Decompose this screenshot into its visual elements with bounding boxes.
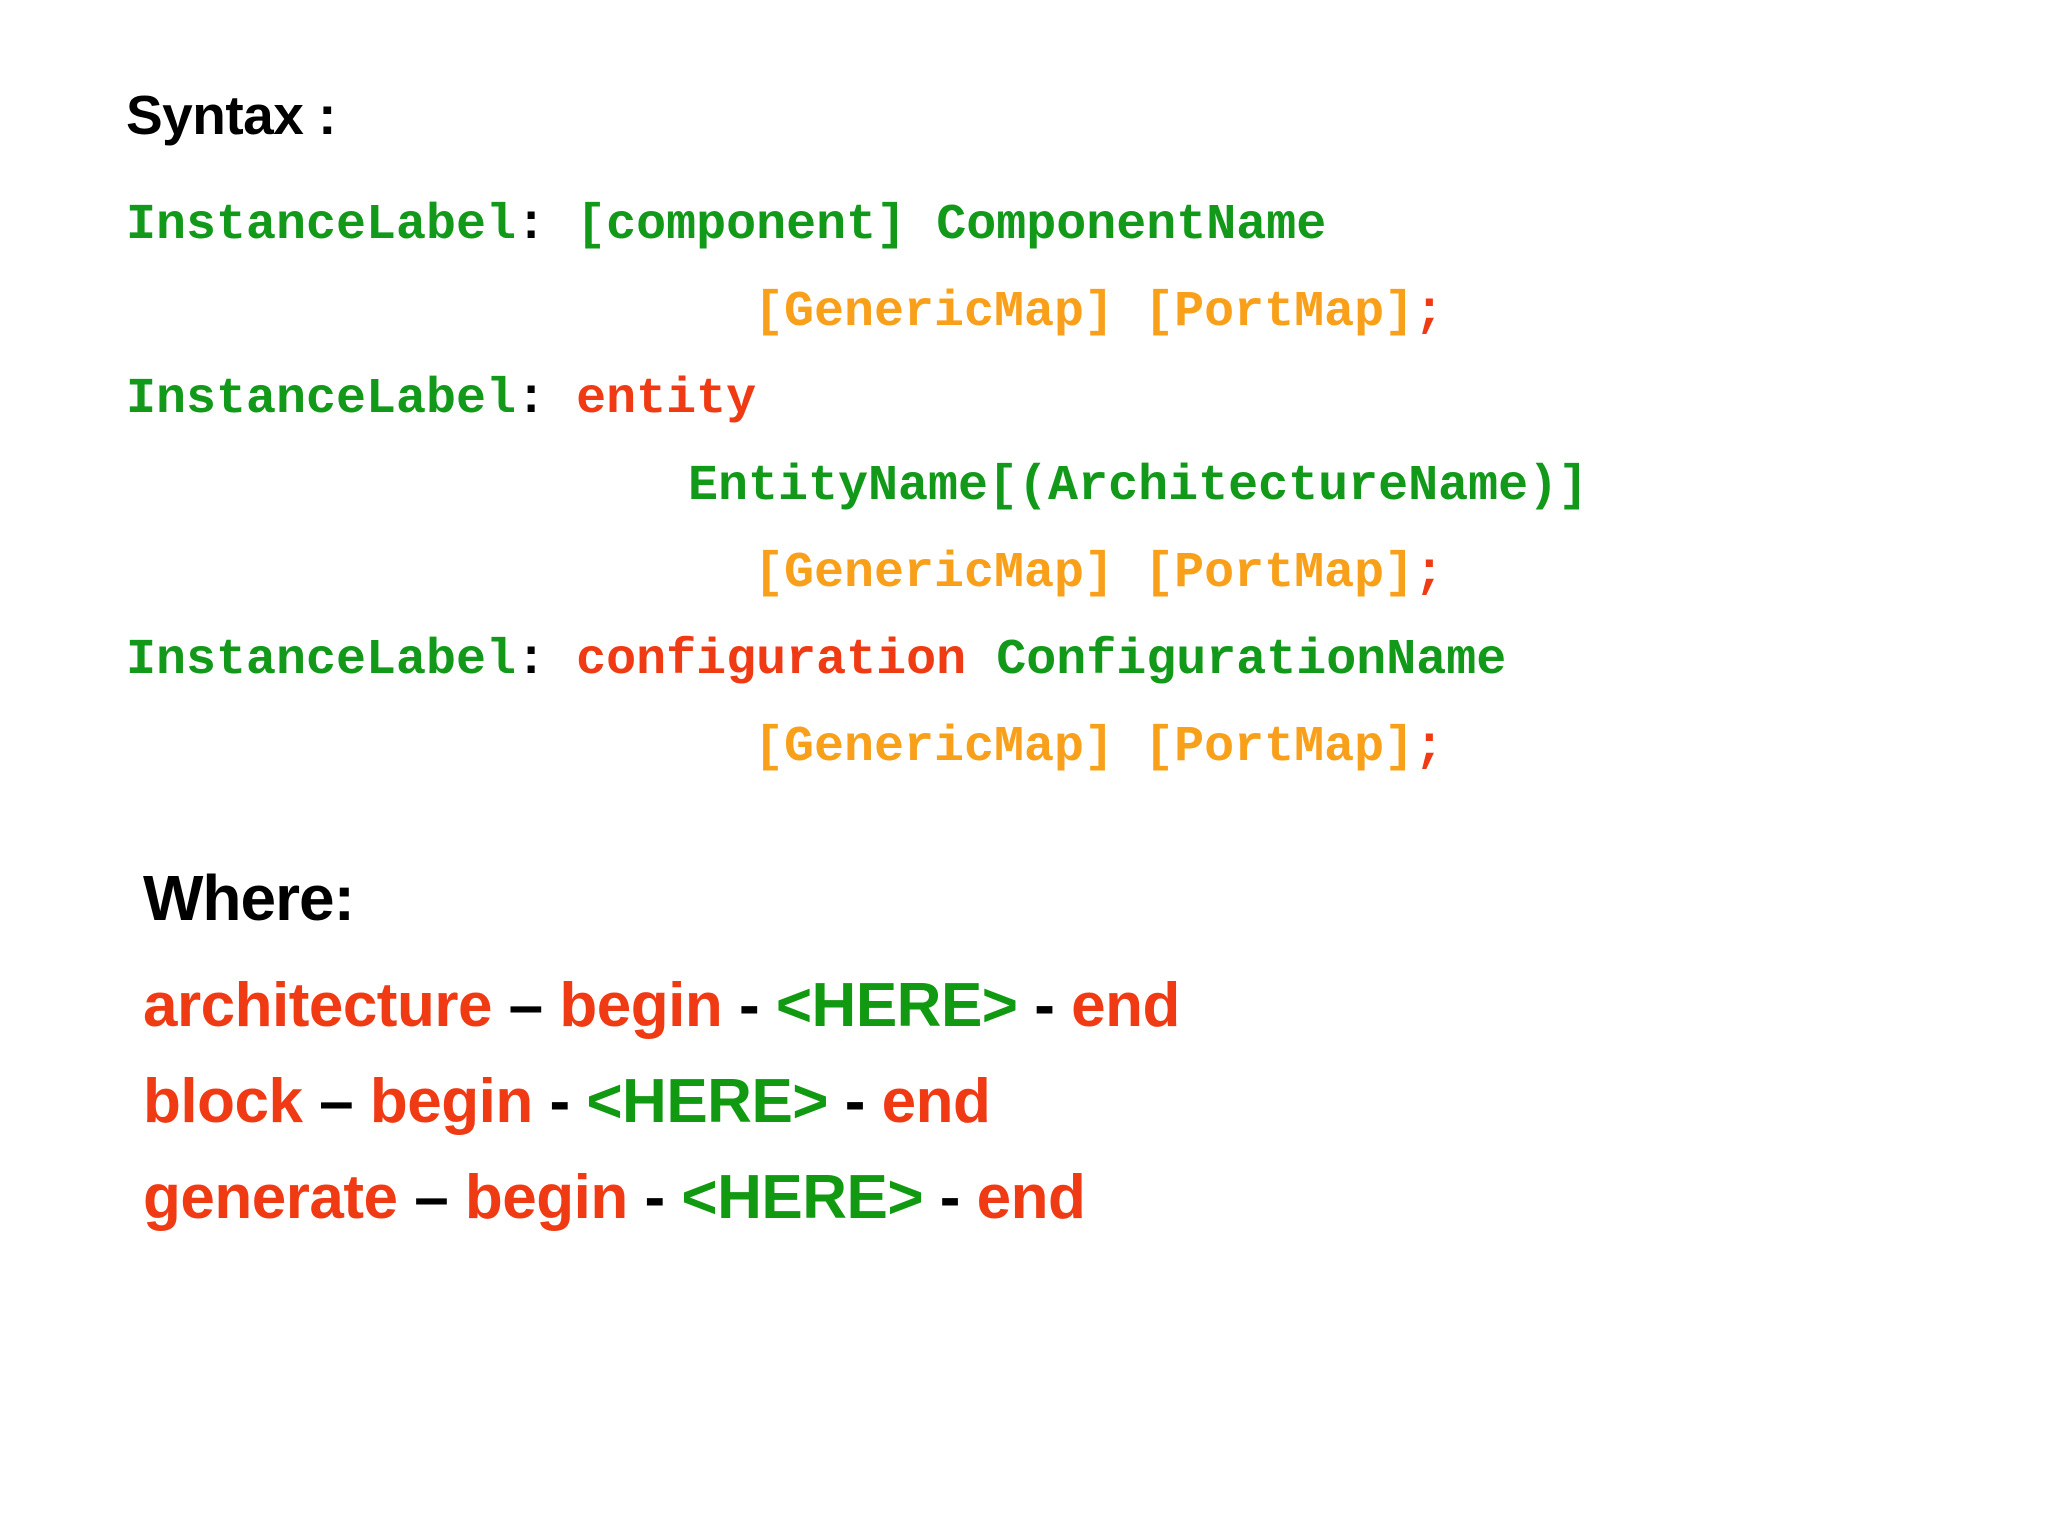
syntax-heading: Syntax : [126, 84, 336, 146]
syntax-token: EntityName[(ArchitectureName)] [688, 458, 1589, 515]
where-token: - [738, 971, 760, 1040]
syntax-token: [PortMap] [1144, 719, 1415, 776]
syntax-token: [GenericMap] [754, 719, 1115, 776]
where-line-architecture-scope: architecture – begin - <HERE> - end [143, 958, 1180, 1054]
where-token [960, 1163, 977, 1232]
syntax-token: : [516, 197, 547, 254]
where-token [828, 1067, 845, 1136]
where-token [1018, 971, 1035, 1040]
where-token [628, 1163, 645, 1232]
syntax-line-configuration-instantiation: InstanceLabel: configuration Configurati… [126, 617, 1976, 704]
syntax-line-configuration-maps: [GenericMap] [PortMap]; [126, 704, 1976, 791]
syntax-token [546, 197, 576, 254]
syntax-token: [PortMap] [1144, 284, 1415, 341]
syntax-token [1114, 545, 1144, 602]
where-token [353, 1067, 370, 1136]
syntax-token: ; [1414, 545, 1445, 602]
where-token [1054, 971, 1071, 1040]
syntax-token [906, 197, 936, 254]
syntax-token: ConfigurationName [996, 632, 1507, 689]
syntax-line-entity-instantiation: InstanceLabel: entity [126, 356, 1976, 443]
syntax-token: configuration [576, 632, 967, 689]
where-token: begin [559, 971, 723, 1040]
where-token [448, 1163, 465, 1232]
syntax-code-block: InstanceLabel: [component] ComponentName… [126, 182, 1976, 791]
syntax-token: InstanceLabel [126, 197, 517, 254]
syntax-token: [PortMap] [1144, 545, 1415, 602]
where-token [533, 1067, 550, 1136]
where-token [759, 971, 776, 1040]
syntax-token [1114, 284, 1144, 341]
syntax-token [1114, 719, 1144, 776]
where-token: generate [143, 1163, 398, 1232]
syntax-token: ; [1414, 284, 1445, 341]
where-token: – [508, 971, 543, 1040]
where-token: <HERE> [586, 1067, 829, 1136]
where-heading: Where: [143, 862, 355, 934]
syntax-line-component-maps: [GenericMap] [PortMap]; [126, 269, 1976, 356]
where-token [722, 971, 739, 1040]
syntax-token: ComponentName [936, 197, 1327, 254]
syntax-line-entity-name: EntityName[(ArchitectureName)] [126, 443, 1976, 530]
where-token: <HERE> [775, 971, 1018, 1040]
where-token: architecture [143, 971, 492, 1040]
where-token [570, 1067, 587, 1136]
where-token: – [319, 1067, 354, 1136]
syntax-token: entity [576, 371, 757, 428]
where-token [665, 1163, 682, 1232]
syntax-line-entity-maps: [GenericMap] [PortMap]; [126, 530, 1976, 617]
where-token: - [549, 1067, 570, 1136]
syntax-token [966, 632, 996, 689]
where-token: - [1034, 971, 1055, 1040]
syntax-token: InstanceLabel [126, 371, 517, 428]
syntax-token: [GenericMap] [754, 284, 1115, 341]
where-token [923, 1163, 940, 1232]
where-token [492, 971, 509, 1040]
where-token: end [976, 1163, 1086, 1232]
where-token: <HERE> [681, 1163, 924, 1232]
syntax-token: : [516, 632, 547, 689]
where-token [397, 1163, 414, 1232]
where-token: – [414, 1163, 449, 1232]
syntax-line-component-instantiation: InstanceLabel: [component] ComponentName [126, 182, 1976, 269]
syntax-token [546, 371, 576, 428]
where-token: begin [369, 1067, 533, 1136]
where-token: end [881, 1067, 991, 1136]
where-token: begin [464, 1163, 628, 1232]
syntax-token: [GenericMap] [754, 545, 1115, 602]
syntax-token: [component] [576, 197, 907, 254]
where-token: end [1071, 971, 1180, 1040]
where-line-generate-scope: generate – begin - <HERE> - end [143, 1150, 1180, 1246]
syntax-token: : [516, 371, 547, 428]
syntax-token: InstanceLabel [126, 632, 517, 689]
where-line-block-scope: block – begin - <HERE> - end [143, 1054, 1180, 1150]
where-token [543, 971, 560, 1040]
where-token [302, 1067, 319, 1136]
where-token [865, 1067, 882, 1136]
where-token: - [939, 1163, 961, 1232]
where-token: - [844, 1067, 866, 1136]
syntax-token [546, 632, 576, 689]
syntax-token: ; [1414, 719, 1445, 776]
where-token: - [644, 1163, 665, 1232]
where-token: block [143, 1067, 303, 1136]
